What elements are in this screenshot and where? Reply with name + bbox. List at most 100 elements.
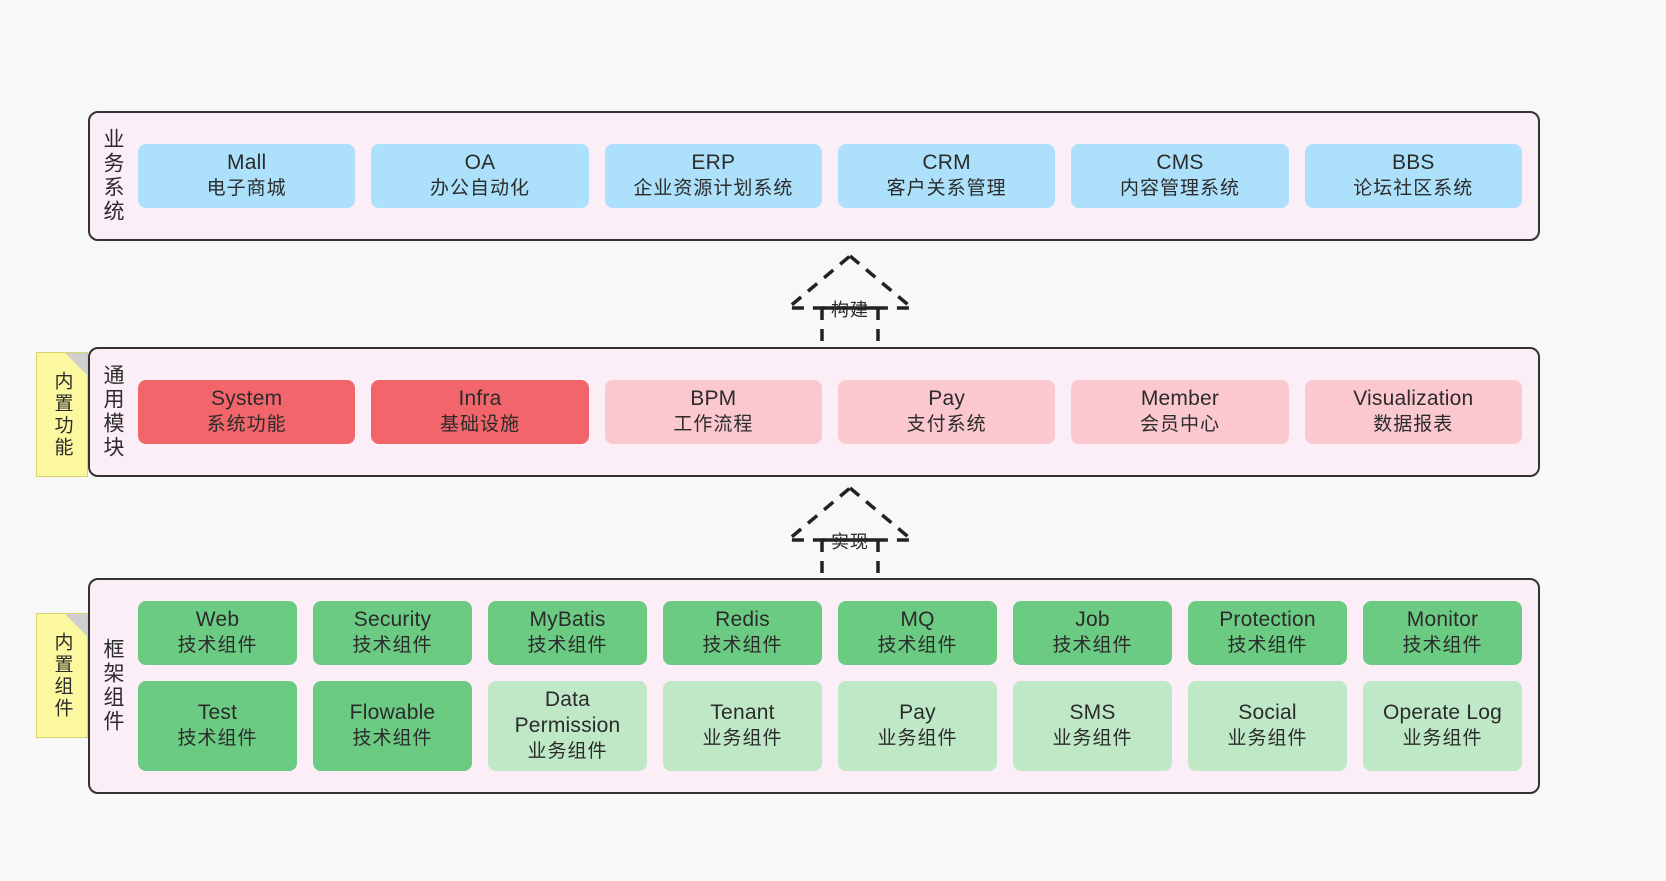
card-title-en: SMS xyxy=(1069,701,1116,724)
card-title-cn: 技术组件 xyxy=(1052,635,1133,657)
card-redis[interactable]: Redis 技术组件 xyxy=(663,601,822,665)
card-title-en: Social xyxy=(1238,701,1297,724)
card-monitor[interactable]: Monitor 技术组件 xyxy=(1363,601,1522,665)
card-title-en: OA xyxy=(464,151,496,175)
card-cms[interactable]: CMS 内容管理系统 xyxy=(1071,144,1289,208)
card-flowable[interactable]: Flowable 技术组件 xyxy=(313,680,472,771)
card-title-cn: 内容管理系统 xyxy=(1119,178,1240,200)
card-title-cn: 业务组件 xyxy=(702,727,783,749)
card-title-en: Infra xyxy=(458,387,502,411)
card-title-en: CRM xyxy=(922,151,971,175)
card-security[interactable]: Security 技术组件 xyxy=(313,601,472,665)
note-built-in-components: 内置组件 xyxy=(36,613,88,738)
card-title-cn: 业务组件 xyxy=(1402,727,1483,749)
card-member[interactable]: Member 会员中心 xyxy=(1071,380,1289,444)
card-title-en: Tenant xyxy=(710,701,775,724)
card-title-en: Pay xyxy=(928,387,966,411)
card-row-business: Test 技术组件 Flowable 技术组件 Data Permission … xyxy=(138,680,1522,771)
card-data-permission[interactable]: Data Permission 业务组件 xyxy=(488,680,647,771)
card-title-cn: 会员中心 xyxy=(1139,414,1220,436)
card-title-en: Monitor xyxy=(1406,608,1479,632)
card-title-en: Test xyxy=(197,701,238,724)
card-system[interactable]: System 系统功能 xyxy=(138,380,356,444)
note-label: 内置功能 xyxy=(51,370,73,459)
card-oa[interactable]: OA 办公自动化 xyxy=(371,144,589,208)
card-title-cn: 支付系统 xyxy=(906,414,987,436)
card-infra[interactable]: Infra 基础设施 xyxy=(371,380,589,444)
card-title-en: Mall xyxy=(227,151,267,175)
card-row: Mall 电子商城 OA 办公自动化 ERP 企业资源计划系统 CRM 客户关系… xyxy=(138,144,1522,208)
card-title-cn: 基础设施 xyxy=(439,414,520,436)
card-job[interactable]: Job 技术组件 xyxy=(1013,601,1172,665)
card-row-technical: Web 技术组件 Security 技术组件 MyBatis 技术组件 Redi… xyxy=(138,601,1522,665)
card-erp[interactable]: ERP 企业资源计划系统 xyxy=(604,144,822,208)
card-pay[interactable]: Pay 支付系统 xyxy=(837,380,1056,444)
arrow-label-build: 构建 xyxy=(831,300,869,320)
card-crm[interactable]: CRM 客户关系管理 xyxy=(837,144,1056,208)
card-title-cn: 技术组件 xyxy=(352,727,433,749)
card-visualization[interactable]: Visualization 数据报表 xyxy=(1304,380,1522,444)
card-title-en: Member xyxy=(1140,387,1220,411)
card-title-cn: 技术组件 xyxy=(352,635,433,657)
layer-body-framework-component: Web 技术组件 Security 技术组件 MyBatis 技术组件 Redi… xyxy=(134,580,1538,792)
arrow-implement: 实现 xyxy=(760,484,940,580)
card-social[interactable]: Social 业务组件 xyxy=(1188,680,1347,771)
layer-body-common-module: System 系统功能 Infra 基础设施 BPM 工作流程 Pay 支付系统… xyxy=(134,349,1538,475)
card-title-cn: 工作流程 xyxy=(673,414,754,436)
arrow-build: 构建 xyxy=(760,252,940,348)
card-title-cn: 技术组件 xyxy=(877,635,958,657)
card-title-en: BBS xyxy=(1391,151,1435,175)
card-title-en: System xyxy=(211,387,283,411)
layer-common-module: 通用模块 System 系统功能 Infra 基础设施 BPM 工作流程 Pay… xyxy=(88,347,1540,477)
note-fold-corner-icon xyxy=(65,353,87,375)
card-row: System 系统功能 Infra 基础设施 BPM 工作流程 Pay 支付系统… xyxy=(138,380,1522,444)
card-title-en: MQ xyxy=(900,608,935,632)
card-title-cn: 企业资源计划系统 xyxy=(633,178,794,200)
card-title-cn: 系统功能 xyxy=(206,414,287,436)
card-title-en: Protection xyxy=(1219,608,1316,632)
layer-business-system: 业务系统 Mall 电子商城 OA 办公自动化 ERP 企业资源计划系统 CRM… xyxy=(88,111,1540,241)
layer-title-framework-component: 框架组件 xyxy=(101,638,125,734)
card-bbs[interactable]: BBS 论坛社区系统 xyxy=(1304,144,1522,208)
card-title-en: Pay xyxy=(899,701,936,724)
card-title-cn: 业务组件 xyxy=(1227,727,1308,749)
card-test[interactable]: Test 技术组件 xyxy=(138,680,297,771)
card-tenant[interactable]: Tenant 业务组件 xyxy=(663,680,822,771)
card-title-en: Security xyxy=(353,608,432,632)
card-title-en: ERP xyxy=(691,151,736,175)
card-title-cn: 业务组件 xyxy=(1052,727,1133,749)
note-label: 内置组件 xyxy=(51,631,73,720)
card-title-cn: 客户关系管理 xyxy=(886,178,1007,200)
card-title-en: Redis xyxy=(715,608,770,632)
card-title-en: Job xyxy=(1075,608,1110,632)
card-operate-log[interactable]: Operate Log 业务组件 xyxy=(1363,680,1522,771)
card-protection[interactable]: Protection 技术组件 xyxy=(1188,601,1347,665)
card-title-cn: 数据报表 xyxy=(1373,414,1454,436)
card-title-cn: 论坛社区系统 xyxy=(1353,178,1474,200)
card-mybatis[interactable]: MyBatis 技术组件 xyxy=(488,601,647,665)
card-mq[interactable]: MQ 技术组件 xyxy=(838,601,997,665)
card-title-cn: 技术组件 xyxy=(1402,635,1483,657)
card-title-cn: 技术组件 xyxy=(527,635,608,657)
card-title-cn: 电子商城 xyxy=(206,178,287,200)
card-sms[interactable]: SMS 业务组件 xyxy=(1013,680,1172,771)
layer-framework-component: 框架组件 Web 技术组件 Security 技术组件 MyBatis 技术组件… xyxy=(88,578,1540,794)
layer-body-business-system: Mall 电子商城 OA 办公自动化 ERP 企业资源计划系统 CRM 客户关系… xyxy=(134,113,1538,239)
card-bpm[interactable]: BPM 工作流程 xyxy=(604,380,822,444)
card-title-en: Data Permission xyxy=(514,687,621,738)
card-title-en: Web xyxy=(195,608,240,632)
card-mall[interactable]: Mall 电子商城 xyxy=(138,144,356,208)
card-title-en: BPM xyxy=(690,387,737,411)
card-title-cn: 业务组件 xyxy=(527,741,608,763)
card-title-cn: 办公自动化 xyxy=(429,178,530,200)
layer-title-common-module: 通用模块 xyxy=(101,364,125,460)
card-title-en: MyBatis xyxy=(529,608,606,632)
card-web[interactable]: Web 技术组件 xyxy=(138,601,297,665)
card-title-en: Operate Log xyxy=(1383,701,1502,724)
card-title-en: CMS xyxy=(1156,151,1204,175)
note-fold-corner-icon xyxy=(65,614,87,636)
card-title-en: Flowable xyxy=(349,701,436,724)
card-pay-business[interactable]: Pay 业务组件 xyxy=(838,680,997,771)
note-built-in-features: 内置功能 xyxy=(36,352,88,477)
